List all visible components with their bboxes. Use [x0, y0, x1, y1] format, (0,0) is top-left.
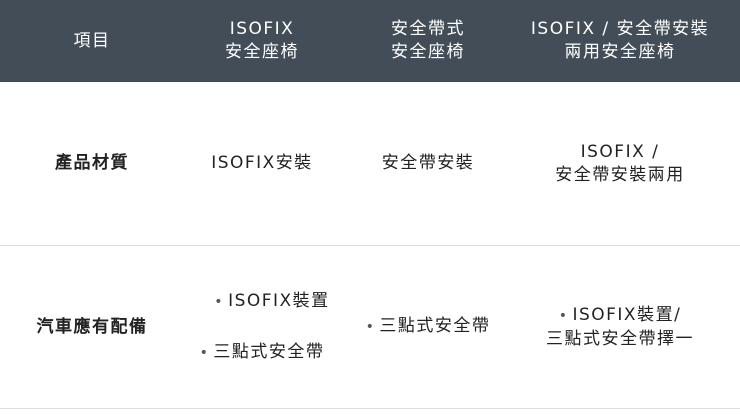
cell-dual: ISOFIX裝置/三點式安全帶擇一 [505, 246, 735, 408]
header-item: 項目 [12, 0, 172, 82]
cell-dual: ISOFIX /安全帶安裝兩用 [505, 82, 735, 245]
cell-text: 安全帶安裝 [381, 153, 475, 173]
header-belt: 安全帶式安全座椅 [348, 0, 508, 82]
row-label: 產品材質 [12, 82, 172, 245]
bullet-item: 三點式安全帶 [366, 315, 491, 339]
table-header: 項目 ISOFIX 安全座椅 安全帶式安全座椅 ISOFIX / 安全帶安裝兩用安… [0, 0, 740, 82]
cell-belt: 三點式安全帶 [348, 246, 508, 408]
header-line: 安全座椅 [225, 42, 299, 62]
header-line: 安全座椅 [391, 42, 465, 62]
row-label-text: 產品材質 [55, 153, 129, 173]
table-row-material: 產品材質 ISOFIX安裝 安全帶安裝 ISOFIX /安全帶安裝兩用 [0, 82, 740, 246]
header-isofix: ISOFIX 安全座椅 [182, 0, 342, 82]
cell-isofix: ISOFIX裝置 三點式安全帶 [182, 246, 342, 408]
bullet-item: 三點式安全帶 [200, 341, 325, 365]
cell-text: ISOFIX / [580, 141, 660, 162]
cell-isofix: ISOFIX安裝 [182, 82, 342, 245]
header-line: ISOFIX [229, 19, 295, 39]
cell-text: 安全帶安裝兩用 [555, 164, 685, 185]
header-dual: ISOFIX / 安全帶安裝兩用安全座椅 [505, 0, 735, 82]
table-row-equipment: 汽車應有配備 ISOFIX裝置 三點式安全帶 三點式安全帶 ISOFIX裝置/三… [0, 246, 740, 409]
bullet-item: ISOFIX裝置 [214, 290, 329, 314]
header-line: 兩用安全座椅 [564, 42, 676, 62]
cell-belt: 安全帶安裝 [348, 82, 508, 245]
cell-text: 三點式安全帶擇一 [546, 328, 694, 349]
row-label: 汽車應有配備 [12, 246, 172, 408]
header-line: 安全帶式 [391, 19, 465, 39]
cell-text: ISOFIX安裝 [211, 153, 313, 173]
header-line: ISOFIX / 安全帶安裝 [530, 19, 710, 39]
bullet-item: ISOFIX裝置/ [559, 304, 682, 328]
header-text: 項目 [73, 30, 111, 51]
row-label-text: 汽車應有配備 [36, 316, 148, 337]
